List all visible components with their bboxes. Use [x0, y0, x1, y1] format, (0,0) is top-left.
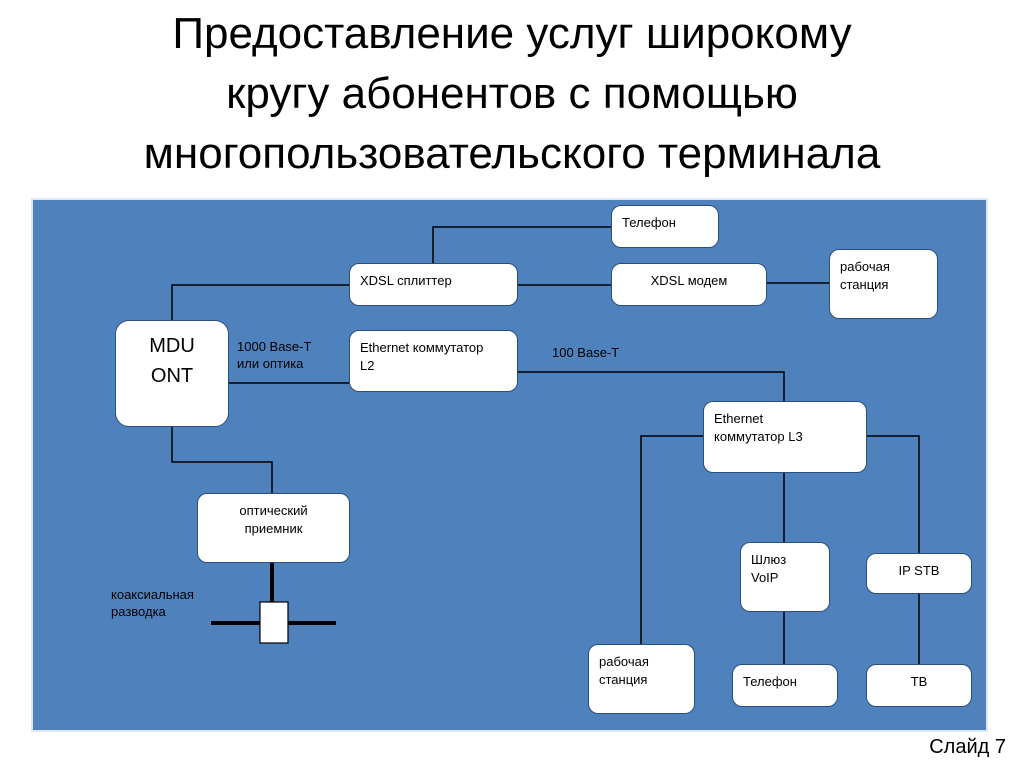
- ethernet-l3-node: Ethernet коммутатор L3: [703, 401, 867, 473]
- optical-receiver-node: оптический приемник: [197, 493, 350, 563]
- coax-label: коаксиальная разводка: [111, 587, 194, 619]
- phone-bottom-node: Телефон: [732, 664, 838, 707]
- xdsl-modem-node: XDSL модем: [611, 263, 767, 306]
- slide-number: Слайд 7: [929, 736, 1006, 758]
- workstation-bottom-node: рабочая станция: [588, 644, 695, 714]
- connection-lines: [171, 226, 920, 664]
- slide-title: Предоставление услуг широкому кругу абон…: [143, 9, 881, 178]
- mdu-ont-node: MDU ONT: [115, 320, 229, 427]
- ethernet-l2-node: Ethernet коммутатор L2: [349, 330, 518, 392]
- ip-stb-node: IP STB: [866, 553, 972, 594]
- xdsl-splitter-node: XDSL сплиттер: [349, 263, 518, 306]
- workstation-top-node: рабочая станция: [829, 249, 938, 319]
- link-100-label: 100 Base-T: [552, 345, 620, 360]
- voip-gateway-node: Шлюз VoIP: [740, 542, 830, 612]
- phone-top-node: Телефон: [611, 205, 719, 248]
- network-diagram: Телефон XDSL сплиттер XDSL модем рабочая…: [31, 198, 988, 732]
- link-1000-label: 1000 Base-T или оптика: [237, 339, 312, 371]
- tv-node: ТВ: [866, 664, 972, 707]
